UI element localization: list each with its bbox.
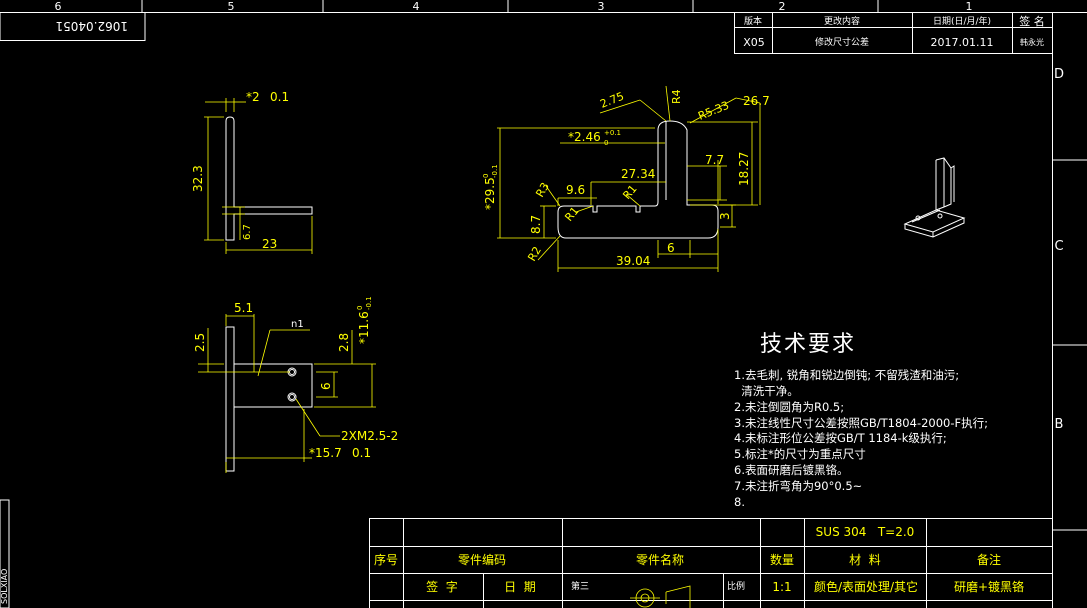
side-label-n1: n1: [291, 319, 304, 330]
zone-letters: D C B: [1054, 67, 1064, 432]
title-col-part-name: 零件名称: [636, 552, 684, 567]
rev-version: X05: [743, 36, 765, 49]
side-dim-11.6-tol-up: 0: [356, 306, 364, 310]
title-col-part-code: 零件编码: [458, 552, 506, 567]
profile-view: 2.75 2.75 R4 R5.33 26.7 *2.46 +0.1 0 7.7…: [482, 85, 770, 272]
profile-dim-slot: *2.46: [568, 130, 601, 144]
zone-1: 1: [966, 0, 973, 13]
side-dim-5.1: 5.1: [234, 301, 253, 315]
tech-req-line-8: 7.未注折弯角为90°0.5~: [734, 479, 862, 493]
profile-dim-27.34: 27.34: [621, 167, 655, 181]
zone-3: 3: [598, 0, 605, 13]
zone-6: 6: [55, 0, 62, 13]
profile-dim-7.7: 7.7: [705, 153, 724, 167]
profile-dim-2.75-label: 2.75: [598, 90, 626, 111]
title-col-qty: 数量: [770, 552, 794, 567]
rev-header-sign: 签 名: [1019, 14, 1045, 28]
revision-table: 版本 更改内容 日期(日/月/年) 签 名 X05 修改尺寸公差 2017.01…: [734, 12, 1053, 54]
zone-4: 4: [413, 0, 420, 13]
front-dim-thickness-tol: 0.1: [270, 90, 289, 104]
zone-5: 5: [228, 0, 235, 13]
title-col-material: 材 料: [849, 553, 881, 567]
zone-2: 2: [779, 0, 786, 13]
side-dim-6: 6: [319, 382, 333, 390]
side-strip-label: SOLXIAO: [0, 569, 9, 604]
projection-symbol: [630, 585, 691, 608]
profile-dim-29.5-tol-low: -0.1: [491, 164, 499, 178]
profile-dim-r4: R4: [670, 89, 683, 104]
profile-dim-8.7: 8.7: [529, 215, 543, 234]
title-block: SUS 304 T=2.0 序号 零件编码 零件名称 数量 材 料 备注 签 字…: [369, 518, 1052, 608]
profile-dim-slot-tol-up: +0.1: [604, 129, 621, 137]
profile-dim-29.5: *29.5: [483, 177, 497, 210]
title-scale-label: 比例: [727, 580, 745, 592]
tech-req-line-4: 3.未注线性尺寸公差按照GB/T1804-2000-F执行;: [734, 416, 988, 430]
title-sign: 签 字: [426, 579, 458, 594]
tech-req-line-7: 6.表面研磨后镀黑铬。: [734, 463, 848, 477]
side-dim-2.5: 2.5: [193, 333, 207, 352]
tech-req-line-6: 5.标注*的尺寸为重点尺寸: [734, 447, 866, 461]
title-col-remark: 备注: [977, 552, 1001, 567]
rev-change: 修改尺寸公差: [815, 36, 869, 48]
title-date: 日 期: [504, 580, 536, 594]
profile-dim-slot-tol-low: 0: [604, 139, 608, 147]
profile-dim-26.7: 26.7: [743, 94, 770, 108]
title-col-index: 序号: [374, 552, 398, 567]
profile-dim-39.04: 39.04: [616, 254, 650, 268]
rev-header-change: 更改内容: [824, 15, 860, 27]
profile-dim-r1-a: R1: [562, 204, 581, 224]
rev-date: 2017.01.11: [931, 36, 994, 49]
side-dim-15.7: *15.7: [309, 446, 342, 460]
side-dim-11.6: *11.6: [357, 311, 371, 344]
profile-dim-r2: R2: [525, 244, 544, 263]
front-dim-width: 23: [262, 237, 277, 251]
tech-req-line-5: 4.未标注形位公差按GB/T 1184-k级执行;: [734, 431, 947, 445]
side-view: 5.1 n1 2.5 2.8 *11.6 0 -0.1 6 2XM2.5-2 *…: [193, 296, 398, 473]
tech-req-line-1: 1.去毛刺, 锐角和锐边倒钝; 不留残渣和油污;: [734, 368, 959, 382]
front-dim-thickness: *2: [246, 90, 260, 104]
profile-dim-r5.33: R5.33: [696, 99, 731, 123]
front-view: *2 0.1 32.3 6.7 23: [191, 90, 313, 254]
front-dim-height: 32.3: [191, 165, 205, 192]
side-hole-note: 2XM2.5-2: [341, 429, 398, 443]
title-material: SUS 304 T=2.0: [816, 525, 915, 539]
title-angle: 第三: [571, 580, 589, 592]
profile-dim-18.27: 18.27: [737, 152, 751, 186]
side-dim-15.7-tol: 0.1: [352, 446, 371, 460]
profile-dim-29.5-tol-up: 0: [482, 174, 490, 178]
isometric-view: [903, 157, 966, 238]
profile-dim-6: 6: [667, 241, 675, 255]
front-dim-flange: 6.7: [242, 224, 253, 240]
tech-req-line-9: 8.: [734, 495, 745, 509]
side-dim-2.8: 2.8: [337, 333, 351, 352]
profile-dim-r1-b: R1: [620, 182, 639, 202]
title-finish: 研磨+镀黑铬: [954, 579, 1024, 594]
title-scale: 1:1: [772, 580, 791, 594]
technical-requirements: 技术要求 1.去毛刺, 锐角和锐边倒钝; 不留残渣和油污; 清洗干净。 2.未注…: [734, 332, 988, 509]
drawing-number-mirrored: 1062.04051: [55, 19, 128, 33]
title-finish-label: 颜色/表面处理/其它: [814, 579, 918, 594]
zone-B: B: [1055, 417, 1064, 432]
tech-req-title: 技术要求: [760, 332, 856, 357]
zone-C: C: [1054, 239, 1063, 254]
rev-header-version: 版本: [744, 15, 762, 27]
zone-D: D: [1054, 67, 1064, 82]
profile-dim-3: 3: [718, 212, 732, 220]
profile-dim-r3: R3: [533, 180, 552, 199]
rev-sign: 韩永光: [1020, 37, 1044, 47]
zone-numbers: 6 5 4 3 2 1: [55, 0, 973, 13]
rev-header-date: 日期(日/月/年): [933, 15, 991, 27]
tech-req-line-3: 2.未注倒圆角为R0.5;: [734, 400, 844, 414]
side-dim-11.6-tol-low: -0.1: [365, 296, 373, 310]
profile-dim-9.6: 9.6: [566, 183, 585, 197]
tech-req-line-2: 清洗干净。: [734, 384, 799, 398]
